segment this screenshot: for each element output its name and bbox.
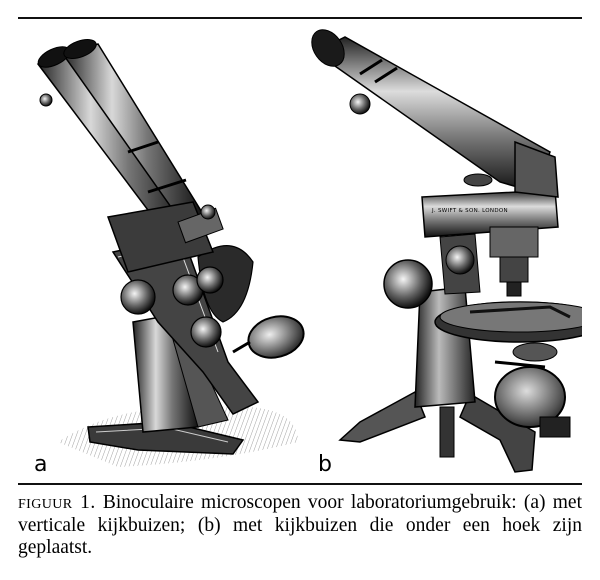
- caption-text: Binoculaire microscopen voor laboratoriu…: [18, 492, 582, 558]
- figure-label: figuur 1.: [18, 492, 96, 513]
- maker-inscription: J. SWIFT & SON. LONDON: [431, 208, 508, 214]
- panel-a-microscope: a: [18, 22, 308, 480]
- microscope-a-illustration: [36, 38, 305, 467]
- figure: a: [18, 22, 600, 480]
- panel-b-microscope: J. SWIFT & SON. LONDON: [300, 22, 600, 480]
- figure-caption: figuur 1. Binoculaire microscopen voor l…: [18, 492, 582, 560]
- panel-label-a: a: [34, 452, 48, 477]
- caption-rule: [18, 483, 582, 485]
- microscope-b-illustration: J. SWIFT & SON. LONDON: [311, 29, 600, 473]
- panel-label-b: b: [318, 452, 332, 477]
- top-rule: [18, 17, 582, 19]
